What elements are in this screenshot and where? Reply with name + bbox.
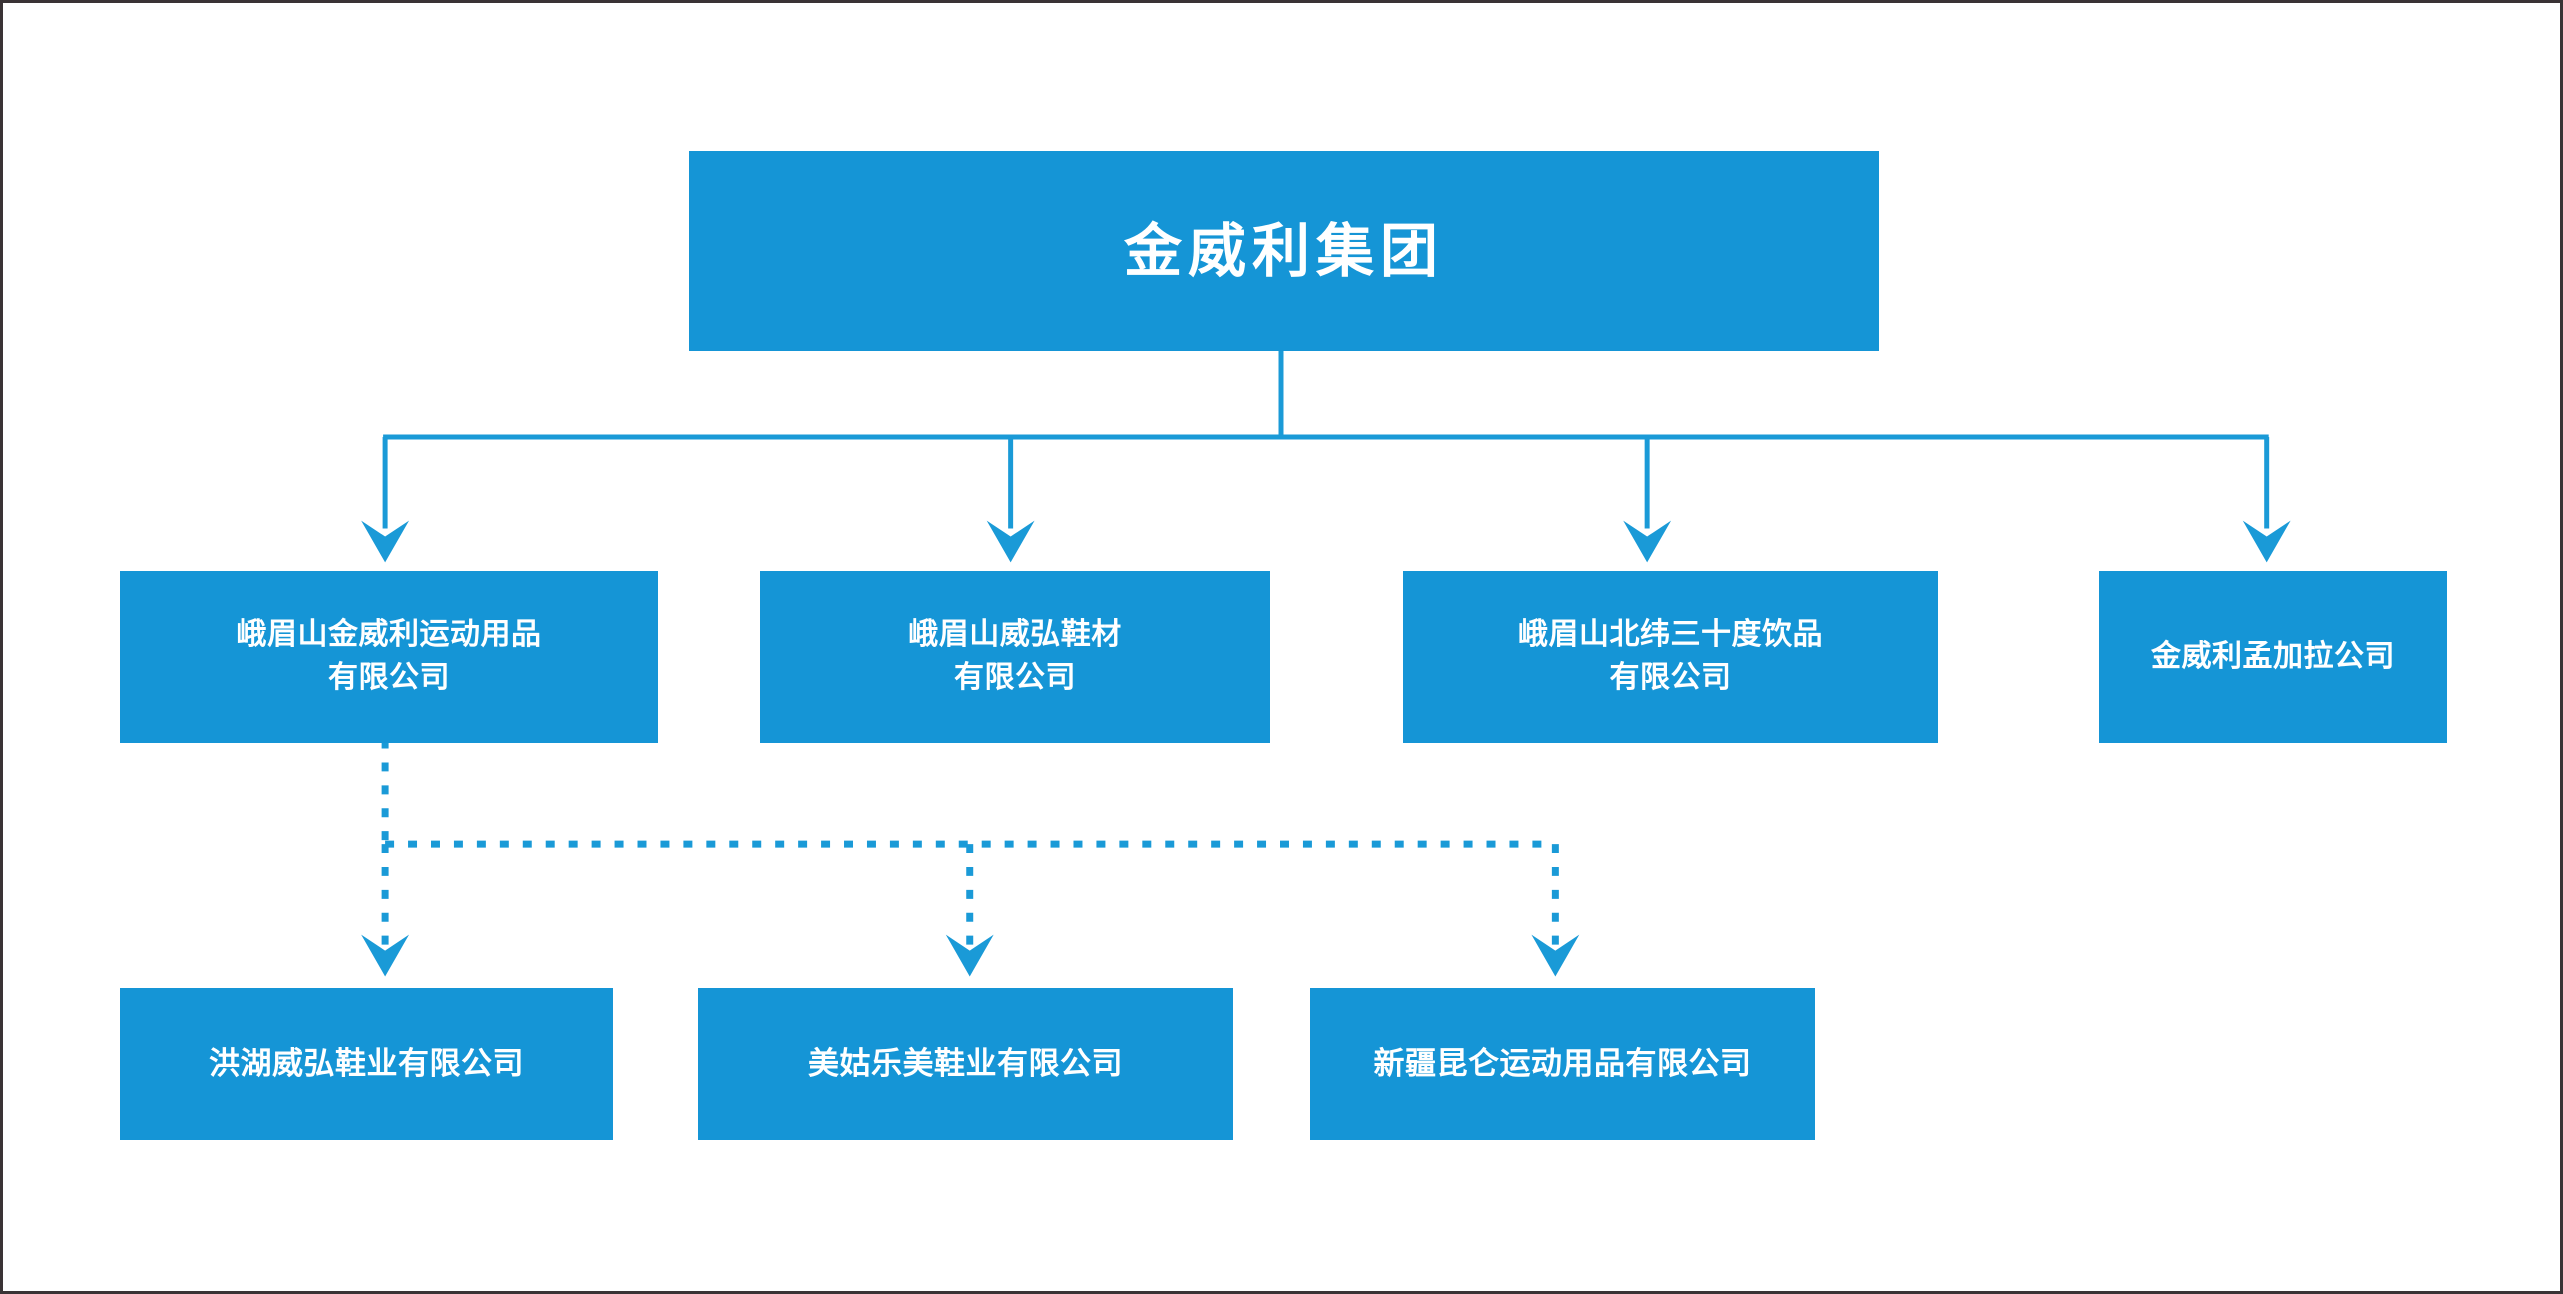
level2-arrowhead-1	[986, 520, 1035, 563]
level3-arrowhead-1	[945, 934, 994, 977]
level3-arrowhead-2	[1531, 934, 1580, 977]
level2-arrowhead-2	[1623, 520, 1672, 563]
level3-arrowhead-0	[361, 934, 410, 977]
node-subsidiary-2[interactable]: 峨眉山北纬三十度饮品 有限公司	[1403, 571, 1938, 743]
connector-layer	[361, 349, 2291, 977]
node-sub-subsidiary-2[interactable]: 新疆昆仑运动用品有限公司	[1310, 988, 1815, 1140]
solid-connector-group	[361, 349, 2291, 563]
node-root-group[interactable]: 金威利集团	[689, 151, 1879, 351]
level2-arrowhead-0	[361, 520, 410, 563]
node-subsidiary-0[interactable]: 峨眉山金威利运动用品 有限公司	[120, 571, 658, 743]
node-sub-subsidiary-1[interactable]: 美姑乐美鞋业有限公司	[698, 988, 1233, 1140]
node-sub-subsidiary-0[interactable]: 洪湖威弘鞋业有限公司	[120, 988, 613, 1140]
node-subsidiary-3[interactable]: 金威利孟加拉公司	[2099, 571, 2447, 743]
dotted-connector-group	[361, 739, 1580, 977]
node-subsidiary-1[interactable]: 峨眉山威弘鞋材 有限公司	[760, 571, 1270, 743]
level2-arrowhead-3	[2242, 520, 2291, 563]
